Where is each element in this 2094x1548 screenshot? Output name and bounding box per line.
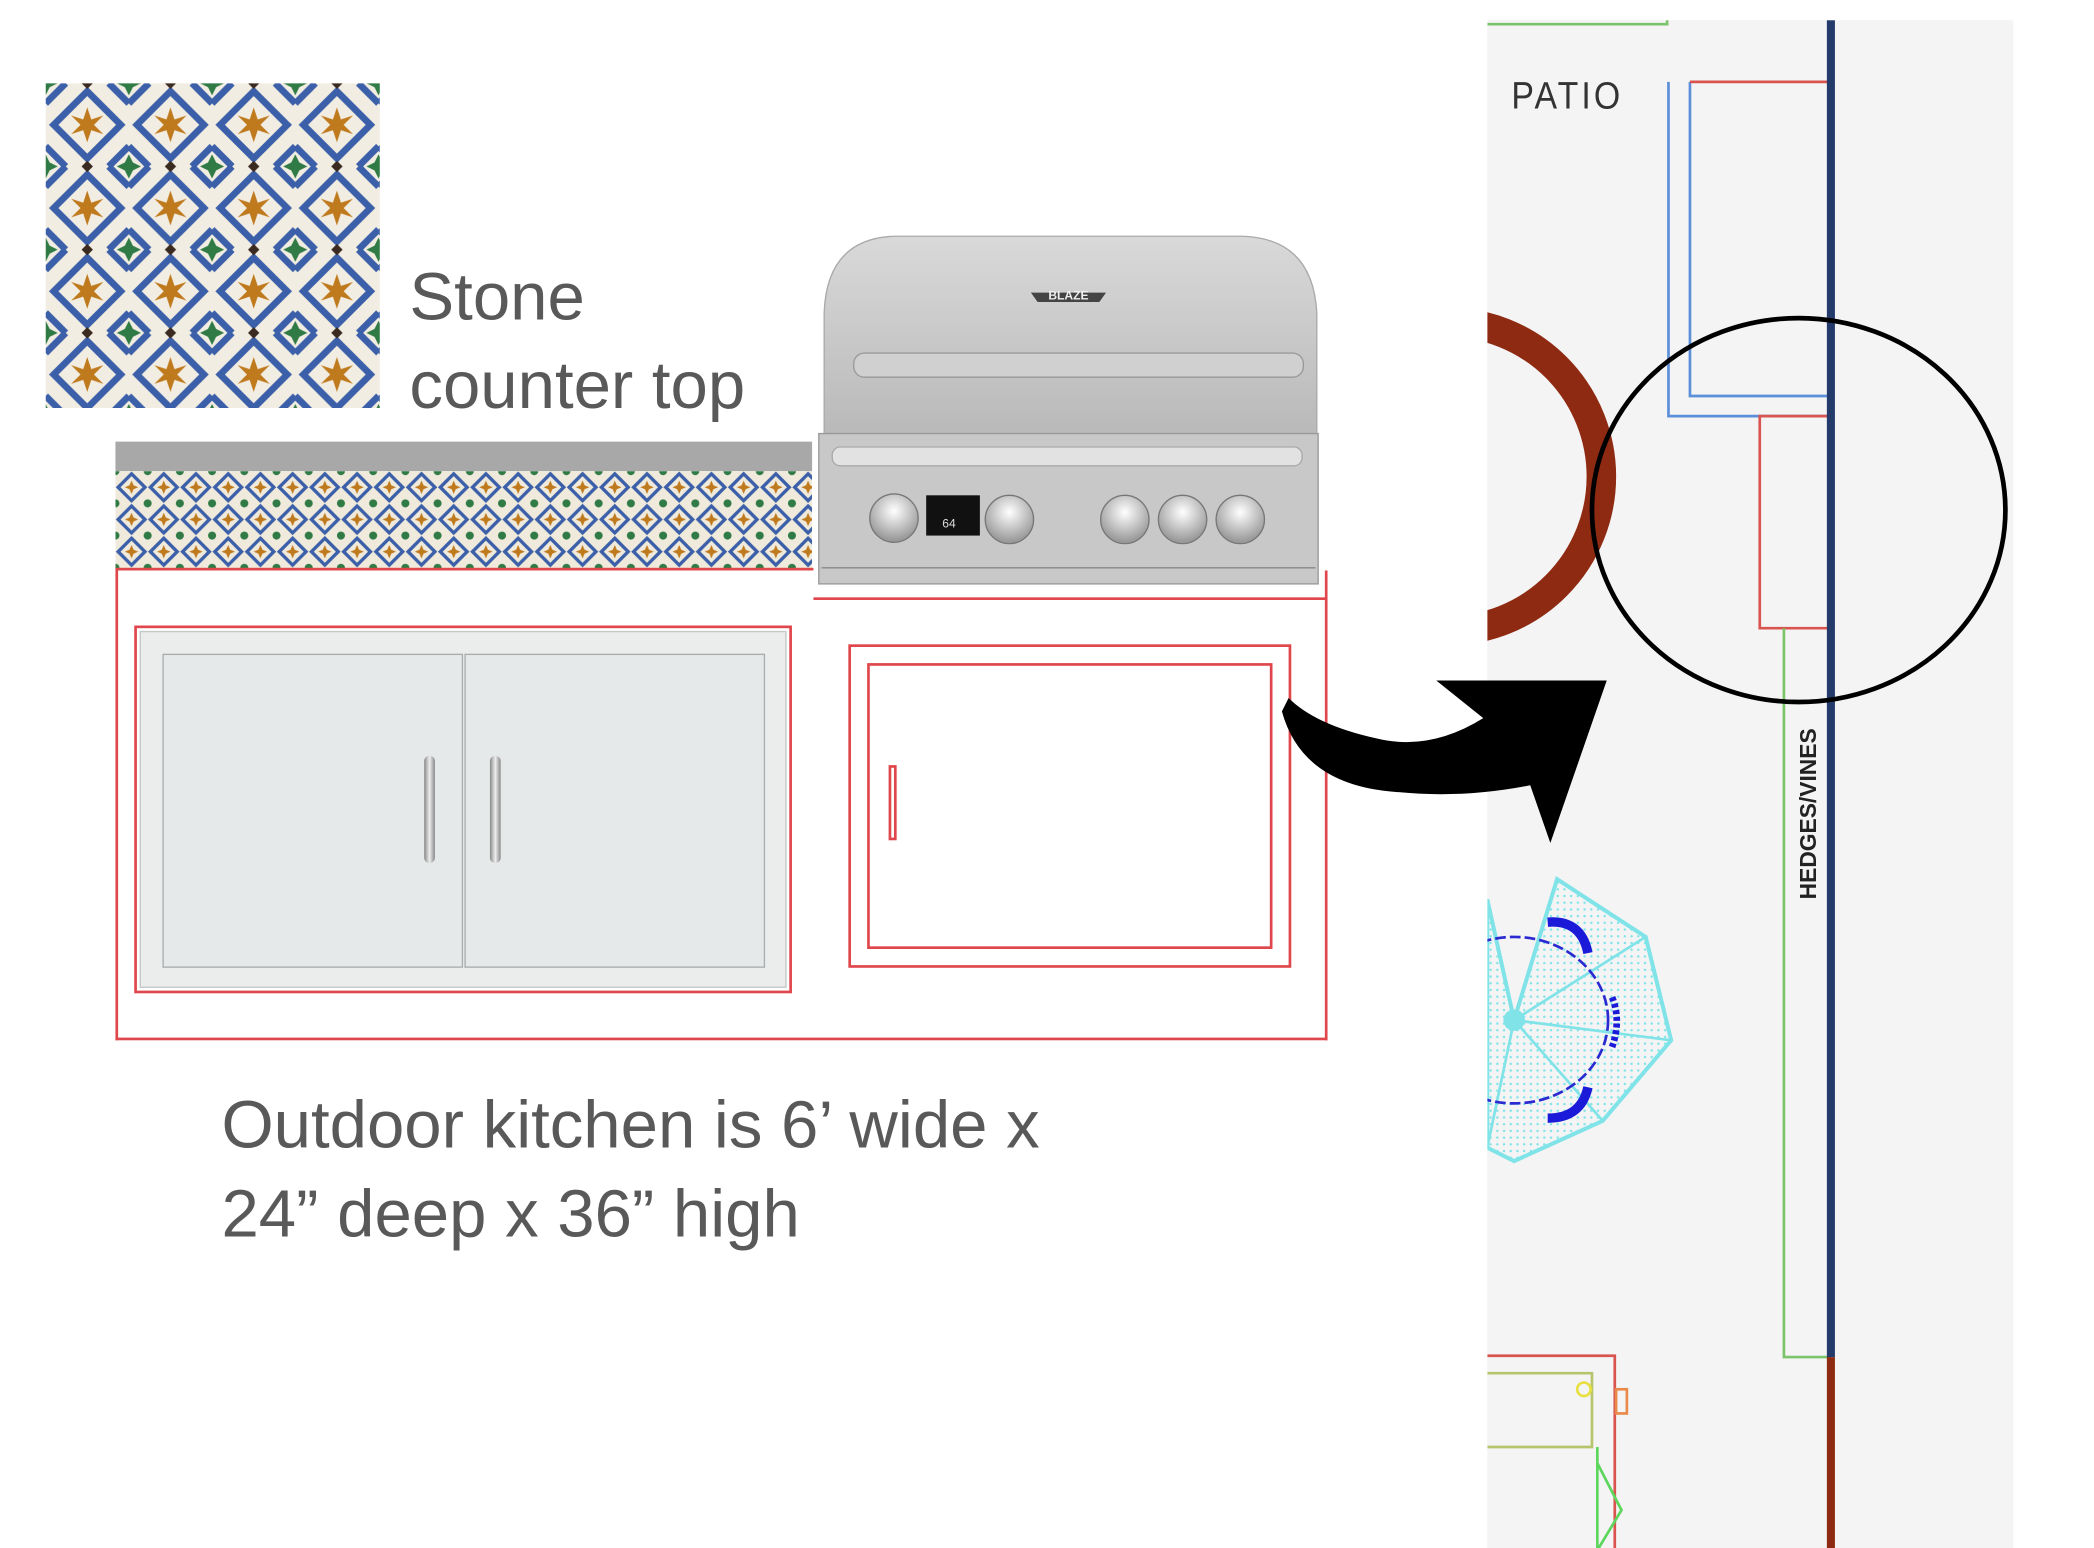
dimension-line: Outdoor kitchen is 6’ wide x — [221, 1087, 1040, 1163]
door-handle — [424, 755, 435, 864]
grill-knob — [869, 493, 919, 543]
kitchen-outline-top — [813, 597, 1328, 601]
caption-line: Stone — [409, 259, 585, 335]
dimension-line: 24” deep x 36” high — [221, 1175, 800, 1252]
kitchen-outline — [115, 570, 1328, 1041]
counter-line — [115, 567, 814, 571]
door-handle — [489, 755, 501, 864]
countertop-edge — [115, 441, 813, 472]
caption-line: counter top — [409, 347, 746, 423]
single-door-panel — [867, 663, 1273, 950]
tile-caption: Stone counter top — [409, 252, 745, 429]
site-plan: PATIO HEDGES/VINES — [1487, 20, 2014, 1548]
umbrella-table — [1487, 876, 1674, 1164]
patio-label: PATIO — [1511, 75, 1620, 117]
grill-knob — [1100, 494, 1150, 545]
grill-knob — [984, 494, 1035, 545]
fire-pit-ring — [1487, 312, 1617, 641]
double-door-outline — [134, 625, 792, 994]
double-access-door — [139, 630, 787, 988]
single-door-outline — [848, 644, 1292, 968]
grill-knob — [1157, 494, 1208, 545]
kitchen-dimensions: Outdoor kitchen is 6’ wide x 24” deep x … — [221, 1081, 1039, 1258]
single-door-handle — [888, 765, 897, 841]
tile-sample-image — [45, 83, 380, 409]
pointer-arrow-icon — [1281, 680, 1607, 843]
grill-knob — [1215, 494, 1266, 545]
left-door-panel — [162, 653, 464, 968]
right-door-panel — [464, 653, 766, 968]
hedges-label: HEDGES/VINES — [1795, 728, 1821, 899]
grill-brand-logo: BLAZE — [1048, 288, 1088, 302]
highlight-circle — [1589, 315, 2008, 705]
grill-image: BLAZE 64 — [818, 235, 1319, 585]
tile-backsplash — [115, 471, 813, 571]
grill-display-value: 64 — [942, 517, 956, 531]
grill-display — [926, 495, 980, 536]
